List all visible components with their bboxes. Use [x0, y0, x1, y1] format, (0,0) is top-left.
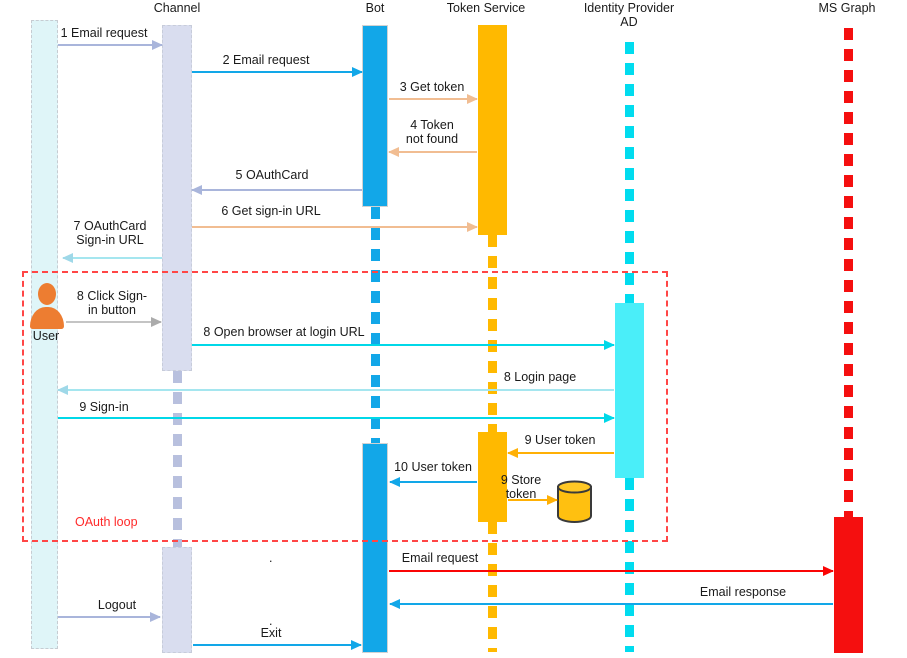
message-label-1: 1 Email request: [60, 26, 148, 40]
stray-dot-1: .: [269, 551, 273, 565]
arrow-9-sign-in: [58, 413, 615, 423]
message-label-8-login-page: 8 Login page: [503, 370, 577, 384]
message-label-8-click-line1: 8 Click Sign-: [76, 289, 148, 303]
message-label-email-response: Email response: [699, 585, 787, 599]
activation-channel-2: [162, 547, 192, 653]
activation-bot-2: [362, 443, 388, 653]
activation-ms-graph: [834, 517, 863, 653]
arrow-logout: [58, 612, 161, 622]
lifeline-bot-dashed: [371, 207, 380, 443]
lifeline-header-user: User: [32, 329, 60, 343]
message-label-logout: Logout: [97, 598, 137, 612]
message-label-2: 2 Email request: [222, 53, 310, 67]
arrow-10-user-token: [389, 477, 477, 487]
arrow-9-user-token: [507, 448, 614, 458]
message-label-4-line2: not found: [405, 132, 459, 146]
stray-dot-2: .: [269, 614, 273, 628]
arrow-6-get-sign-in-url: [192, 222, 478, 232]
arrow-exit: [193, 640, 362, 650]
arrow-1-email-request: [58, 40, 163, 50]
database-icon: [556, 480, 593, 523]
lifeline-identity-provider-dashed-2: [625, 478, 634, 652]
lifeline-header-ms-graph: MS Graph: [818, 1, 876, 15]
arrow-4-token-not-found: [388, 147, 477, 157]
message-label-email-request: Email request: [401, 551, 479, 565]
user-icon: [29, 283, 65, 329]
arrow-email-request: [389, 566, 834, 576]
message-label-10-user-token: 10 User token: [394, 460, 472, 474]
lifeline-header-channel: Channel: [153, 1, 201, 15]
message-label-9-store-token-line1: 9 Store: [500, 473, 542, 487]
lifeline-header-token-service: Token Service: [446, 1, 526, 15]
message-label-8-open-browser: 8 Open browser at login URL: [203, 325, 365, 339]
arrow-5-oauthcard: [191, 185, 362, 195]
lifeline-ms-graph-dashed: [844, 28, 853, 517]
message-label-9-sign-in: 9 Sign-in: [79, 400, 129, 414]
user-icon-head: [38, 283, 56, 305]
message-label-4: 4 Token not found: [406, 118, 458, 146]
identity-provider-line1: Identity Provider: [583, 1, 675, 15]
message-label-7: 7 OAuthCard Sign-in URL: [74, 219, 147, 247]
arrow-7-oauthcard-sign-in-url: [62, 253, 162, 263]
lifeline-token-service-dashed-2: [488, 522, 497, 652]
message-label-7-line1: 7 OAuthCard: [73, 219, 147, 233]
identity-provider-line2: AD: [620, 15, 638, 29]
message-label-5: 5 OAuthCard: [235, 168, 309, 182]
arrow-8-open-browser-at-login-url: [192, 340, 615, 350]
lifeline-channel-dashed: [173, 371, 182, 547]
activation-channel-1: [162, 25, 192, 371]
activation-token-service-1: [478, 25, 507, 235]
arrow-8-login-page: [57, 385, 614, 395]
lifeline-user: [31, 20, 58, 649]
message-label-exit: Exit: [260, 626, 282, 640]
message-label-8-click-line2: in button: [88, 303, 136, 317]
arrow-8-click-sign-in-button: [66, 317, 162, 327]
activation-identity-provider: [615, 303, 644, 478]
message-label-7-line2: Sign-in URL: [76, 233, 144, 247]
message-label-3: 3 Get token: [399, 80, 465, 94]
message-label-6: 6 Get sign-in URL: [221, 204, 321, 218]
oauth-loop-frame: [22, 271, 668, 542]
user-icon-body: [30, 307, 64, 329]
oauth-loop-label: OAuth loop: [75, 515, 138, 529]
message-label-4-line1: 4 Token: [410, 118, 454, 132]
arrow-3-get-token: [389, 94, 478, 104]
arrow-email-response: [389, 599, 833, 609]
lifeline-token-service-dashed-1: [488, 235, 497, 432]
message-label-8-click: 8 Click Sign- in button: [77, 289, 147, 317]
arrow-2-email-request: [192, 67, 363, 77]
activation-token-service-2: [478, 432, 507, 522]
message-label-9-user-token: 9 User token: [524, 433, 596, 447]
activation-bot-1: [362, 25, 388, 207]
lifeline-header-bot: Bot: [365, 1, 385, 15]
lifeline-identity-provider-dashed-1: [625, 42, 634, 303]
arrow-9-store-token: [508, 495, 558, 505]
lifeline-header-identity-provider: Identity Provider AD: [584, 1, 674, 29]
message-label-9-store-token-line2: token: [505, 487, 537, 501]
message-label-9-store-token: 9 Store token: [501, 473, 541, 501]
